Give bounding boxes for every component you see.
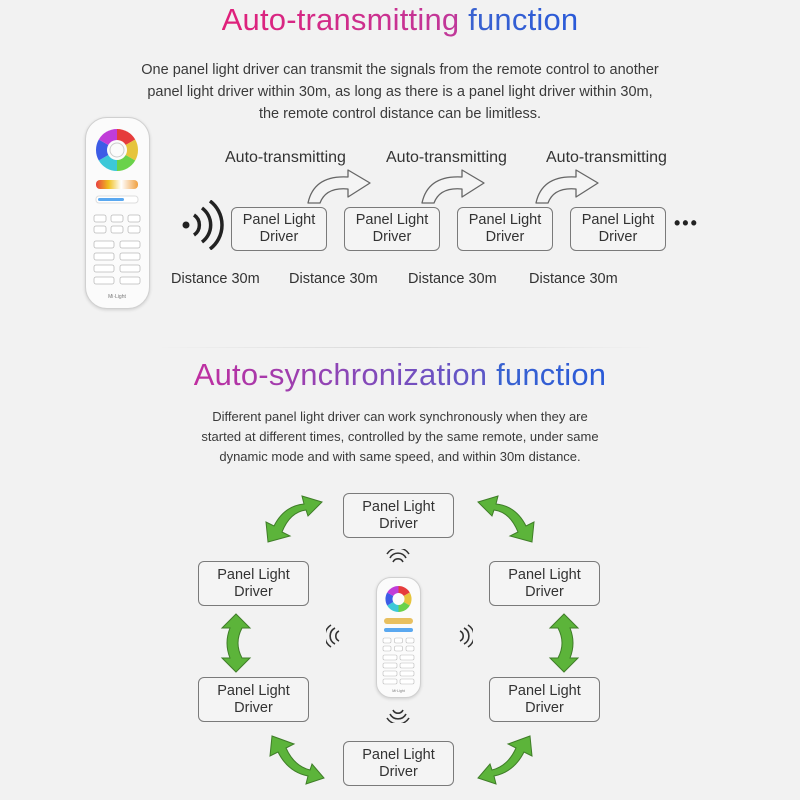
- description-line: dynamic mode and with same speed, and wi…: [219, 449, 581, 464]
- title-word-auto-transmitting: Auto-transmitting: [221, 2, 460, 37]
- panel-light-driver-box-top: Panel Light Driver: [343, 493, 454, 538]
- driver-label-line1: Panel Light: [217, 566, 290, 583]
- remote-control-image-center: Mi·Light: [376, 577, 421, 698]
- driver-label-line1: Panel Light: [242, 212, 316, 228]
- sync-arrow-top-right-icon: [477, 495, 535, 543]
- driver-label-line2: Driver: [259, 229, 299, 245]
- driver-label-line2: Driver: [234, 583, 273, 600]
- transmit-arrow-icon: [535, 169, 599, 204]
- panel-light-driver-box-upper-right: Panel Light Driver: [489, 561, 600, 606]
- driver-label-line2: Driver: [379, 763, 418, 780]
- transmit-arrow-icon: [307, 169, 371, 204]
- distance-label: Distance 30m: [289, 271, 378, 287]
- title-word-function: function: [468, 2, 579, 37]
- description-line: One panel light driver can transmit the …: [141, 62, 659, 78]
- driver-label-line1: Panel Light: [362, 746, 435, 763]
- auto-transmitting-label: Auto-transmitting: [225, 149, 346, 166]
- driver-label-line2: Driver: [234, 699, 273, 716]
- remote-control-graphic: Mi·Light: [93, 129, 141, 300]
- signal-waves-top-icon: [386, 549, 410, 563]
- distance-label: Distance 30m: [529, 271, 618, 287]
- sync-arrow-right-icon: [548, 613, 580, 673]
- panel-light-driver-box-lower-left: Panel Light Driver: [198, 677, 309, 722]
- remote-brand-text: Mi·Light: [392, 689, 404, 693]
- section-divider: [155, 347, 655, 348]
- driver-label-line1: Panel Light: [468, 212, 542, 228]
- auto-synchronization-title: Auto-synchronization function: [0, 357, 800, 393]
- driver-label-line1: Panel Light: [581, 212, 655, 228]
- panel-light-driver-box: Panel Light Driver: [231, 207, 327, 251]
- auto-transmitting-label: Auto-transmitting: [546, 149, 667, 166]
- description-line: Different panel light driver can work sy…: [212, 409, 588, 424]
- panel-light-driver-box-lower-right: Panel Light Driver: [489, 677, 600, 722]
- driver-label-line1: Panel Light: [217, 682, 290, 699]
- panel-light-driver-box: Panel Light Driver: [457, 207, 553, 251]
- driver-label-line1: Panel Light: [362, 498, 435, 515]
- auto-synchronization-description: Different panel light driver can work sy…: [0, 407, 800, 467]
- driver-label-line1: Panel Light: [355, 212, 429, 228]
- driver-label-line1: Panel Light: [508, 566, 581, 583]
- remote-control-image: Mi·Light: [85, 117, 150, 309]
- auto-transmitting-description: One panel light driver can transmit the …: [0, 59, 800, 125]
- description-line: started at different times, controlled b…: [201, 429, 599, 444]
- title-word-function: function: [496, 357, 607, 392]
- panel-light-driver-box: Panel Light Driver: [344, 207, 440, 251]
- driver-label-line2: Driver: [525, 699, 564, 716]
- signal-waves-left-icon: [326, 624, 340, 648]
- sync-arrow-bottom-right-icon: [477, 735, 533, 785]
- transmit-arrow-icon: [421, 169, 485, 204]
- description-line: panel light driver within 30m, as long a…: [147, 84, 653, 100]
- auto-transmitting-title: Auto-transmitting function: [0, 2, 800, 38]
- driver-label-line2: Driver: [485, 229, 525, 245]
- driver-label-line1: Panel Light: [508, 682, 581, 699]
- distance-label: Distance 30m: [408, 271, 497, 287]
- signal-waves-right-icon: [459, 624, 473, 648]
- remote-brand-text: Mi·Light: [108, 294, 126, 300]
- distance-label: Distance 30m: [171, 271, 260, 287]
- sync-arrow-top-left-icon: [265, 495, 323, 543]
- panel-light-driver-box-bottom: Panel Light Driver: [343, 741, 454, 786]
- signal-waves-bottom-icon: [386, 709, 410, 723]
- panel-light-driver-box: Panel Light Driver: [570, 207, 666, 251]
- driver-label-line2: Driver: [372, 229, 412, 245]
- title-word-auto-synchronization: Auto-synchronization: [193, 357, 488, 392]
- ellipsis-dots: •••: [674, 213, 699, 233]
- driver-label-line2: Driver: [598, 229, 638, 245]
- remote-control-graphic: Mi·Light: [382, 585, 415, 693]
- panel-light-driver-box-upper-left: Panel Light Driver: [198, 561, 309, 606]
- wireless-signal-icon: [182, 200, 224, 250]
- sync-arrow-bottom-left-icon: [269, 735, 325, 785]
- auto-transmitting-label: Auto-transmitting: [386, 149, 507, 166]
- sync-arrow-left-icon: [220, 613, 252, 673]
- driver-label-line2: Driver: [525, 583, 564, 600]
- description-line: the remote control distance can be limit…: [258, 106, 542, 122]
- driver-label-line2: Driver: [379, 515, 418, 532]
